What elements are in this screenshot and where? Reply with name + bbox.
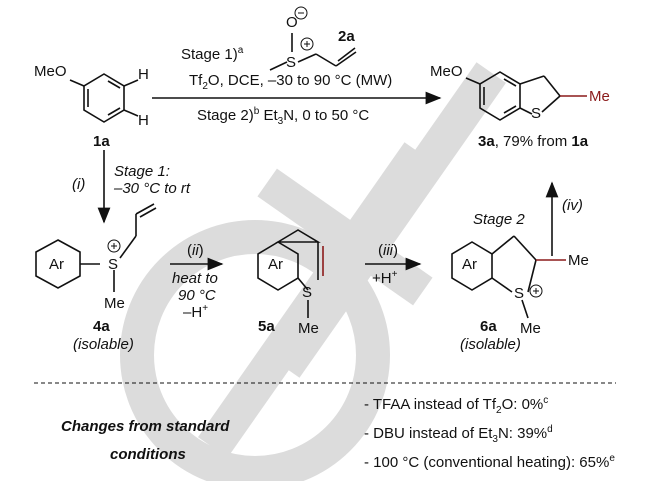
benzothiophene-3a (465, 71, 561, 121)
product-yield: 3a, 79% from 1a (478, 133, 589, 150)
changes-title-2: conditions (110, 446, 186, 463)
note-6a: (isolable) (460, 336, 521, 353)
sm-methoxy: MeO (34, 63, 67, 80)
sulfoxide-2a (269, 33, 357, 71)
me-6a: Me (520, 320, 541, 337)
ar-4a: Ar (49, 256, 64, 273)
sm-h-bottom: H (138, 112, 149, 129)
changes-title-1: Changes from standard (61, 418, 230, 435)
change-item-2: - DBU instead of Et3N: 39%d (364, 424, 553, 445)
change-item-3: - 100 °C (conventional heating): 65%e (364, 453, 615, 472)
oxygen-label: O (286, 14, 298, 31)
charge-plus-2a (300, 37, 314, 51)
s-5a: S (302, 284, 313, 301)
me2-6a: Me (568, 252, 589, 269)
step-i-text1: Stage 1: (114, 163, 170, 180)
s-4a: S (108, 256, 119, 273)
stage1-label: Stage 1)a (181, 45, 244, 64)
step-iii-text: +H+ (372, 269, 398, 288)
reagent-label: 2a (338, 28, 355, 45)
step-i-text2: –30 °C to rt (114, 180, 191, 197)
ar-5a: Ar (268, 256, 283, 273)
label-5a: 5a (258, 318, 275, 335)
step-i-label: (i) (72, 176, 86, 193)
step-iv-label: (iv) (562, 197, 583, 214)
step-ii-label: (ii) (187, 242, 204, 259)
step-ii-text3: –H+ (183, 303, 209, 322)
product-sulfur: S (531, 105, 542, 122)
product-methoxy: MeO (430, 63, 463, 80)
conditions-stage1: Tf2O, DCE, –30 to 90 °C (MW) (189, 72, 393, 92)
charge-plus-6a (529, 284, 543, 298)
benzene-1a (69, 73, 139, 123)
structure-4a (35, 203, 157, 292)
me-4a: Me (104, 295, 125, 312)
ar-6a: Ar (462, 256, 477, 273)
structure-6a (451, 235, 537, 319)
charge-minus (294, 6, 308, 20)
product-methyl: Me (589, 88, 610, 105)
label-6a: 6a (480, 318, 497, 335)
s-6a: S (514, 285, 525, 302)
sm-label: 1a (93, 133, 110, 150)
sulfur-label-2a: S (286, 54, 297, 71)
change-item-1: - TFAA instead of Tf2O: 0%c (364, 395, 549, 416)
step-iii-label: (iii) (378, 242, 398, 259)
charge-plus-4a (107, 239, 121, 253)
step-iv-stage: Stage 2 (473, 211, 525, 228)
step-ii-text2: 90 °C (178, 287, 216, 304)
sm-h-top: H (138, 66, 149, 83)
label-4a: 4a (93, 318, 110, 335)
conditions-stage2: Stage 2)b Et3N, 0 to 50 °C (197, 106, 370, 127)
me-5a: Me (298, 320, 319, 337)
structure-5a (257, 229, 321, 318)
step-ii-text1: heat to (172, 270, 218, 287)
note-4a: (isolable) (73, 336, 134, 353)
